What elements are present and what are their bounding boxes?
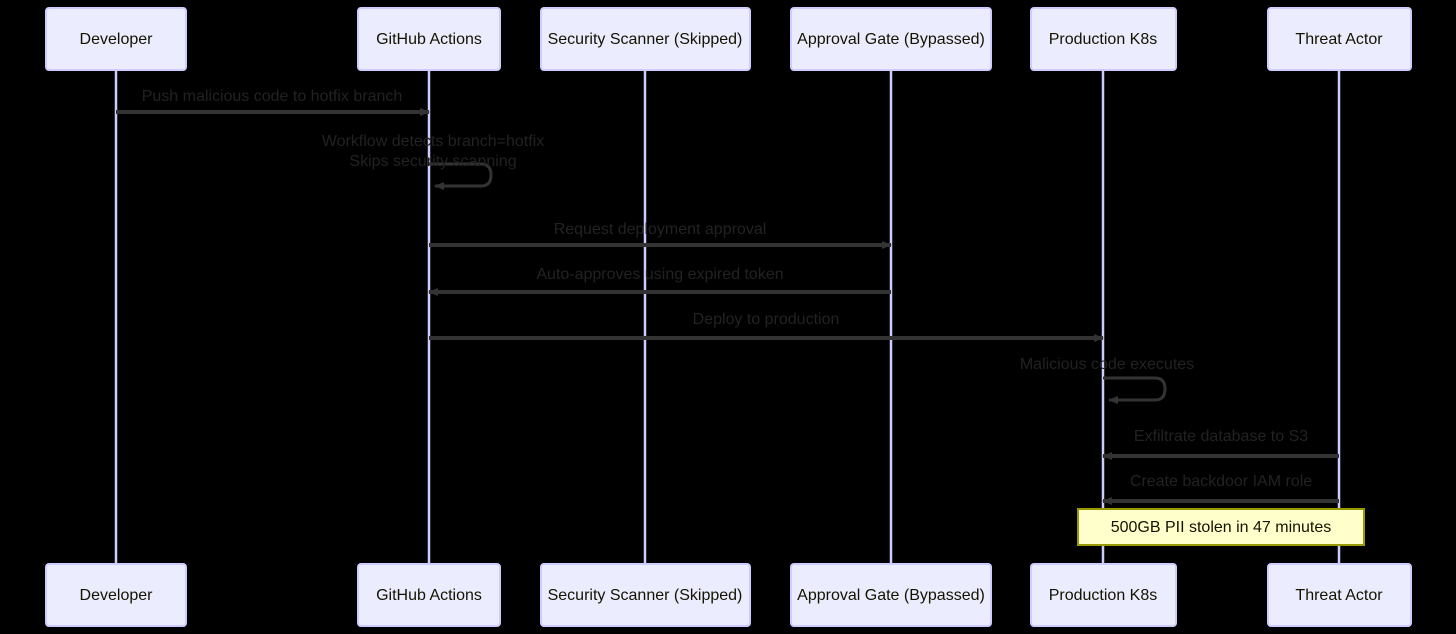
message-m7[interactable]: Exfiltrate database to S3 <box>1102 428 1339 460</box>
actor-box <box>45 7 187 71</box>
actor-label: Threat Actor <box>1295 31 1383 48</box>
actor-k8s-top[interactable]: Production K8s <box>1030 7 1177 71</box>
actor-dev-top[interactable]: Developer <box>45 7 187 71</box>
actor-label: Production K8s <box>1049 587 1158 604</box>
actor-box <box>1030 563 1177 627</box>
actor-label: GitHub Actions <box>376 31 482 48</box>
lifelines-group <box>114 70 1341 564</box>
message-m6[interactable]: Malicious code executes <box>1020 356 1194 404</box>
actor-label: Security Scanner (Skipped) <box>548 31 743 48</box>
actor-scanner-bottom[interactable]: Security Scanner (Skipped) <box>540 563 751 627</box>
actor-dev-bottom[interactable]: Developer <box>45 563 187 627</box>
message-label: Request deployment approval <box>554 221 767 238</box>
actor-approval-bottom[interactable]: Approval Gate (Bypassed) <box>790 563 992 627</box>
note-box <box>1077 508 1365 546</box>
message-m3[interactable]: Request deployment approval <box>429 221 892 249</box>
actor-box <box>1267 563 1412 627</box>
actor-box <box>45 563 187 627</box>
messages-group: Push malicious code to hotfix branchWork… <box>116 88 1339 505</box>
actor-label: Production K8s <box>1049 31 1158 48</box>
actor-threat-top[interactable]: Threat Actor <box>1267 7 1412 71</box>
message-m4[interactable]: Auto-approves using expired token <box>428 266 891 296</box>
actor-label: Security Scanner (Skipped) <box>548 587 743 604</box>
message-m8[interactable]: Create backdoor IAM role <box>1102 473 1339 505</box>
actor-label: Developer <box>80 31 154 48</box>
notes-group: 500GB PII stolen in 47 minutes <box>1077 508 1365 546</box>
note-text: 500GB PII stolen in 47 minutes <box>1111 519 1332 536</box>
actor-box <box>790 563 992 627</box>
actor-gha-top[interactable]: GitHub Actions <box>357 7 501 71</box>
actors-top-group: Developer GitHub Actions Security Scanner … <box>45 7 1412 71</box>
actor-box <box>1267 7 1412 71</box>
actor-box <box>357 563 501 627</box>
actor-box <box>540 7 751 71</box>
actor-label: Approval Gate (Bypassed) <box>797 31 985 48</box>
actor-box <box>357 7 501 71</box>
actor-label: GitHub Actions <box>376 587 482 604</box>
actor-threat-bottom[interactable]: Threat Actor <box>1267 563 1412 627</box>
actor-label: Approval Gate (Bypassed) <box>797 587 985 604</box>
actor-box <box>540 563 751 627</box>
actor-label: Threat Actor <box>1295 587 1383 604</box>
actor-box <box>790 7 992 71</box>
actor-scanner-top[interactable]: Security Scanner (Skipped) <box>540 7 751 71</box>
actor-k8s-bottom[interactable]: Production K8s <box>1030 563 1177 627</box>
message-m1[interactable]: Push malicious code to hotfix branch <box>116 88 430 116</box>
message-label: Push malicious code to hotfix branch <box>142 88 403 105</box>
message-label-line1: Workflow detects branch=hotfix <box>322 133 544 150</box>
message-label: Exfiltrate database to S3 <box>1134 428 1308 445</box>
message-label: Deploy to production <box>693 311 840 328</box>
message-label: Malicious code executes <box>1020 356 1194 373</box>
self-message-loop <box>1103 376 1167 404</box>
message-label: Auto-approves using expired token <box>536 266 783 283</box>
message-label: Create backdoor IAM role <box>1130 473 1312 490</box>
self-message-loop <box>429 162 493 190</box>
actor-gha-bottom[interactable]: GitHub Actions <box>357 563 501 627</box>
actor-label: Developer <box>80 587 154 604</box>
actor-approval-top[interactable]: Approval Gate (Bypassed) <box>790 7 992 71</box>
actors-bottom-group: Developer GitHub Actions Security Scanner … <box>45 563 1412 627</box>
message-m5[interactable]: Deploy to production <box>429 311 1104 342</box>
actor-box <box>1030 7 1177 71</box>
message-label-line2: Skips security scanning <box>349 153 516 170</box>
note-n1: 500GB PII stolen in 47 minutes <box>1077 508 1365 546</box>
